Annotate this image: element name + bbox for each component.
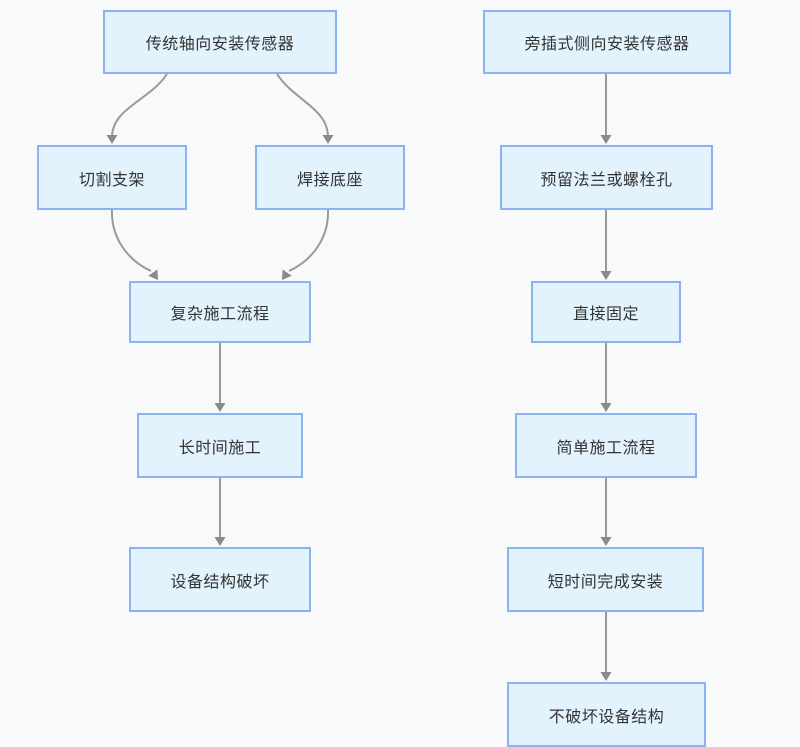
edge-cut-bracket-to-complex-process [110,209,152,272]
node-label: 焊接底座 [296,171,363,189]
flow-node-weld-base: 焊接底座 [255,145,405,210]
node-label: 复杂施工流程 [170,306,270,323]
node-label: 设备结构破坏 [170,573,270,591]
node-label: 传统轴向安装传感器 [145,36,295,53]
edge-weld-base-to-complex-process [288,209,330,272]
arrowhead-icon [322,135,334,144]
node-label: 直接固定 [572,306,639,323]
node-label: 切割支架 [78,171,145,189]
flow-node-short-install: 短时间完成安装 [507,547,704,612]
node-label: 长时间施工 [178,439,262,457]
edge-traditional-axial-sensor-to-cut-bracket [111,73,168,137]
arrowhead-icon [600,135,612,144]
arrowhead-icon [600,271,612,280]
flow-node-side-insert-sensor: 旁插式侧向安装传感器 [483,10,731,74]
arrowhead-icon [600,672,612,681]
node-label: 预留法兰或螺栓孔 [540,171,673,189]
arrowhead-icon [214,537,226,546]
node-label: 简单施工流程 [556,439,656,457]
flow-node-structure-damage: 设备结构破坏 [129,547,311,612]
flow-node-no-structure-damage: 不破坏设备结构 [507,682,706,747]
arrowhead-icon [282,269,292,280]
flow-node-reserved-flange-holes: 预留法兰或螺栓孔 [500,145,713,210]
flow-node-direct-fix: 直接固定 [531,281,681,343]
node-label: 不破坏设备结构 [548,708,665,726]
flow-node-cut-bracket: 切割支架 [37,145,187,210]
arrowhead-icon [148,269,158,280]
arrowhead-icon [214,403,226,412]
arrowhead-icon [600,403,612,412]
node-label: 短时间完成安装 [547,573,664,591]
arrowhead-icon [106,135,118,144]
edge-traditional-axial-sensor-to-weld-base [276,73,329,137]
flow-node-simple-process: 简单施工流程 [515,413,697,478]
node-label: 旁插式侧向安装传感器 [524,36,690,53]
flow-node-traditional-axial-sensor: 传统轴向安装传感器 [103,10,337,74]
arrowhead-icon [600,537,612,546]
flow-node-long-construction: 长时间施工 [137,413,303,478]
flow-node-complex-process: 复杂施工流程 [129,281,311,343]
